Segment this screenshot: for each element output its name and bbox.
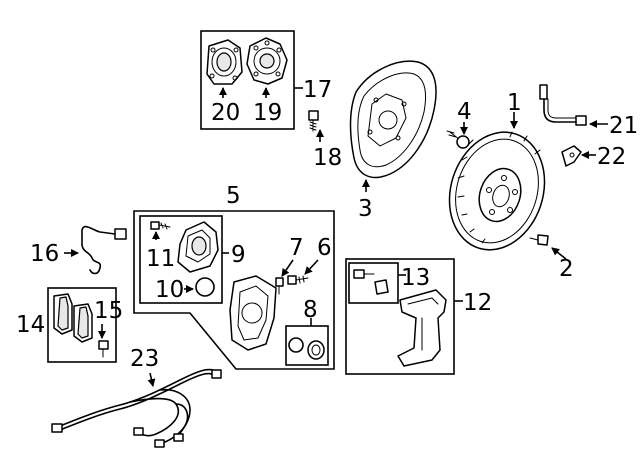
callout-15: 15 bbox=[94, 298, 123, 324]
callout-16: 16 bbox=[30, 241, 59, 267]
callout-11: 11 bbox=[146, 246, 175, 272]
callout-18: 18 bbox=[313, 145, 342, 171]
brake-pad-part bbox=[53, 293, 93, 343]
caliper-seal-ring-part bbox=[195, 277, 215, 297]
bleeder-valve-part bbox=[275, 277, 284, 295]
guide-pin-box bbox=[348, 262, 399, 304]
callout-9: 9 bbox=[231, 242, 246, 268]
callout-1: 1 bbox=[507, 90, 522, 116]
caliper-housing-box bbox=[139, 215, 223, 304]
caliper-assembly-box bbox=[133, 210, 335, 370]
callout-23: 23 bbox=[130, 346, 159, 372]
callout-21: 21 bbox=[609, 113, 638, 139]
hub-bearing-part bbox=[206, 39, 243, 85]
pad-screw-part bbox=[98, 340, 109, 358]
brake-rotor-part bbox=[448, 131, 546, 251]
bleeder-screw-part bbox=[150, 221, 171, 230]
callout-17: 17 bbox=[303, 77, 332, 103]
caliper-mount-bolt-part bbox=[446, 130, 470, 149]
guide-bolt-part bbox=[287, 275, 309, 285]
wear-sensor-part bbox=[81, 225, 127, 275]
callout-7: 7 bbox=[289, 235, 304, 261]
hub-assembly-box bbox=[200, 30, 295, 130]
callout-4: 4 bbox=[457, 99, 472, 125]
caliper-bracket-box bbox=[345, 258, 455, 375]
callout-5: 5 bbox=[226, 183, 241, 209]
caliper-housing-part bbox=[177, 221, 219, 273]
callout-2: 2 bbox=[559, 256, 574, 282]
brake-pad-box bbox=[47, 287, 117, 363]
hose-bracket-part bbox=[561, 145, 582, 167]
callout-3: 3 bbox=[358, 196, 373, 222]
piston-seal-box bbox=[285, 325, 329, 366]
callout-22: 22 bbox=[597, 144, 626, 170]
guide-pin-part bbox=[353, 269, 389, 295]
callout-10: 10 bbox=[155, 277, 184, 303]
caliper-body-part bbox=[229, 275, 277, 351]
callout-12: 12 bbox=[463, 290, 492, 316]
callout-19: 19 bbox=[253, 100, 282, 126]
wiring-harness-part bbox=[51, 368, 222, 448]
wheel-hub-part bbox=[246, 37, 288, 85]
piston-seal-part bbox=[288, 337, 325, 360]
callout-20: 20 bbox=[211, 100, 240, 126]
dust-shield-bolt-part bbox=[308, 110, 319, 132]
callout-8: 8 bbox=[303, 297, 318, 323]
callout-13: 13 bbox=[401, 265, 430, 291]
caliper-bracket-part bbox=[397, 289, 447, 367]
rotor-screw-part bbox=[529, 234, 549, 246]
callout-14: 14 bbox=[16, 312, 45, 338]
brake-hose-part bbox=[539, 84, 587, 126]
dust-shield-part bbox=[349, 60, 437, 179]
callout-6: 6 bbox=[317, 235, 332, 261]
